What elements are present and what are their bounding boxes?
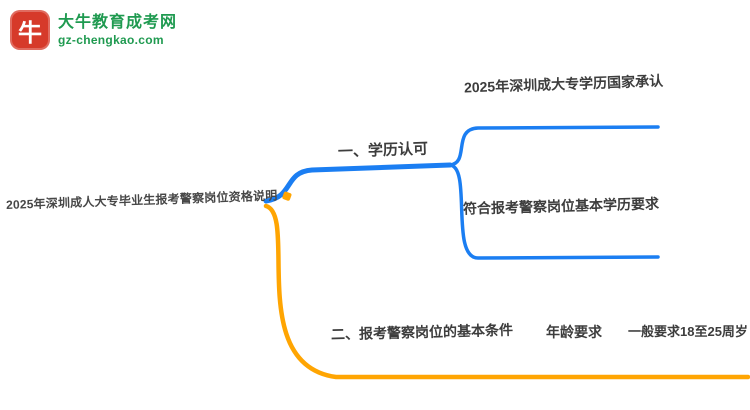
node-age-range: 一般要求18至25周岁	[628, 324, 748, 339]
branch-line-degree-recognized	[448, 125, 660, 167]
logo-text: 大牛教育成考网 gz-chengkao.com	[58, 13, 177, 47]
root-connector-dot	[281, 190, 292, 201]
node-education-recognition: 一、学历认可	[337, 140, 429, 161]
branch-line-meets-requirement	[448, 163, 660, 260]
branch-line-education-recognition	[263, 162, 453, 204]
bull-logo-icon: 牛	[10, 10, 50, 50]
bull-glyph: 牛	[18, 19, 42, 47]
brand-name: 大牛教育成考网	[58, 14, 178, 31]
node-age-requirement: 年龄要求	[546, 324, 602, 340]
brand-domain: gz-chengkao.com	[58, 33, 164, 47]
site-logo[interactable]: 牛 大牛教育成考网 gz-chengkao.com	[10, 10, 177, 50]
branch-line-basic-conditions	[263, 203, 750, 380]
